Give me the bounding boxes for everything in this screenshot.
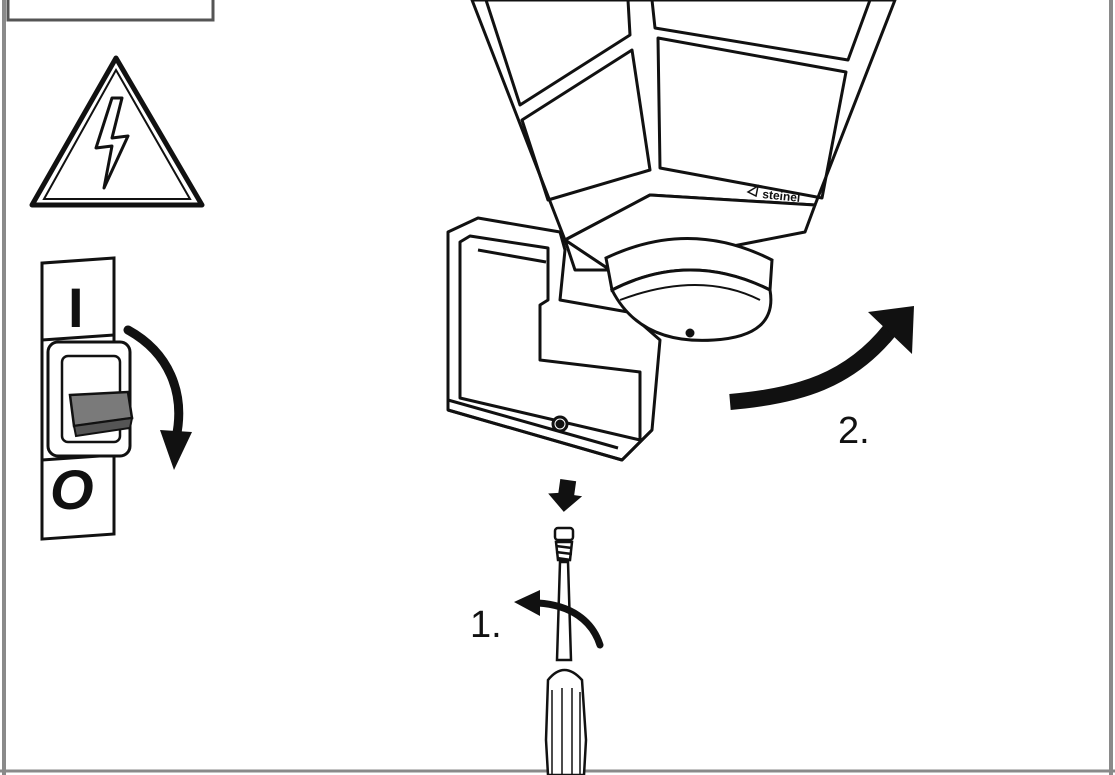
high-voltage-warning-icon bbox=[29, 55, 205, 208]
lamp-housing bbox=[470, 0, 897, 272]
screw bbox=[553, 526, 575, 562]
down-arrow-icon bbox=[548, 479, 583, 512]
switch-on-label: I bbox=[68, 276, 84, 339]
switch-off-arrow-icon bbox=[123, 325, 192, 470]
curved-arrow-icon bbox=[729, 306, 914, 410]
svg-text:steinel: steinel bbox=[762, 187, 801, 205]
circuit-breaker-switch-icon bbox=[40, 256, 134, 541]
step-2-label: 2. bbox=[838, 410, 870, 452]
brand-mark: steinel bbox=[746, 184, 801, 205]
wall-mount-box bbox=[446, 216, 662, 462]
screwdriver-icon bbox=[544, 560, 588, 775]
switch-off-label: O bbox=[50, 458, 94, 521]
step-1-label: 1. bbox=[470, 604, 502, 646]
motion-sensor-dome bbox=[604, 237, 774, 342]
counterclockwise-arrow-icon bbox=[514, 590, 604, 649]
